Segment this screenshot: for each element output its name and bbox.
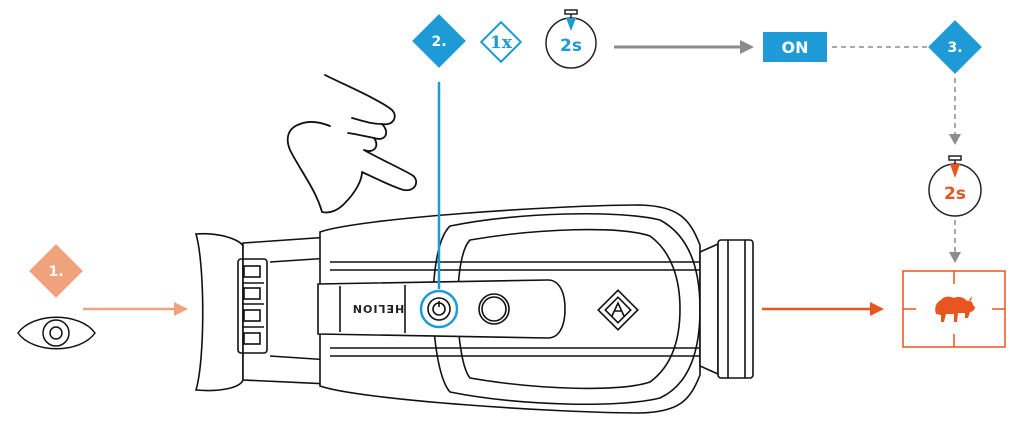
step-2-label: 2.: [431, 34, 446, 50]
on-status-label: ON: [782, 38, 809, 57]
arrow-to-device: [83, 302, 188, 316]
arrow-to-view: [762, 302, 884, 316]
step-3-label: 3.: [947, 40, 962, 56]
stopwatch-icon: 2s: [545, 9, 597, 69]
bison-icon: [935, 296, 975, 322]
step-2-marker: 2.: [412, 14, 466, 68]
step-1-label: 1.: [48, 264, 63, 280]
pointing-hand-icon: [286, 74, 418, 214]
device-brand-label: HELION: [352, 302, 404, 315]
press-duration-label: 2s: [560, 36, 582, 56]
press-count-marker: 1x: [479, 20, 523, 64]
eye-icon: [17, 316, 96, 350]
on-status-badge: ON: [763, 32, 827, 62]
step-1-marker: 1.: [29, 244, 83, 298]
arrowhead-down: [949, 134, 961, 145]
step-3-marker: 3.: [928, 20, 982, 74]
arrowhead-down-2: [949, 252, 961, 263]
stopwatch-icon: 2s: [928, 155, 982, 217]
arrow-to-on: [614, 40, 754, 54]
press-count-label: 1x: [490, 33, 513, 53]
thermal-monocular-device: [194, 204, 754, 414]
wait-duration-label: 2s: [944, 184, 966, 204]
